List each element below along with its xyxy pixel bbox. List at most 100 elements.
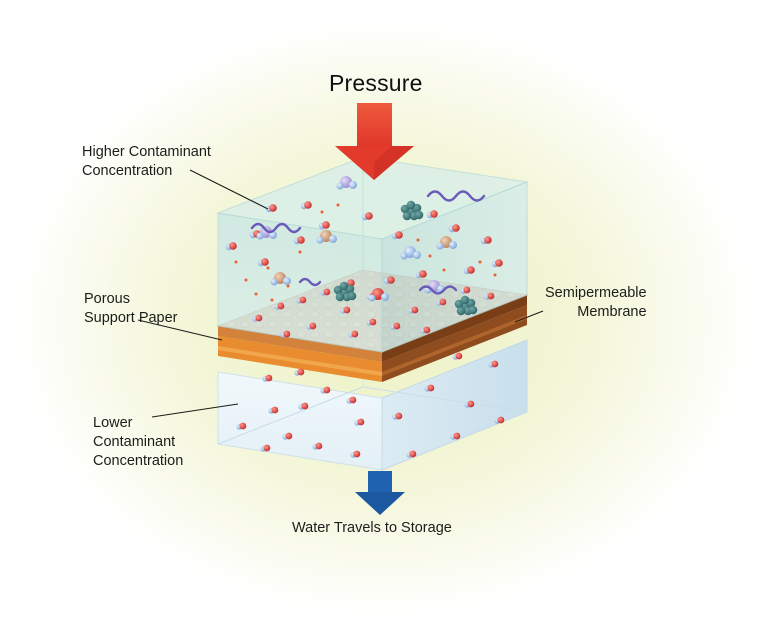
leader-semi: [514, 310, 544, 323]
water-molecule-icon: [452, 224, 460, 232]
water-molecule-icon: [323, 288, 331, 296]
leader-porous: [137, 319, 223, 341]
contaminant-cluster-icon: [402, 211, 412, 221]
polymer-chain-icon: [298, 277, 322, 287]
contaminant-cluster-icon: [335, 292, 345, 302]
contaminant-molecule-icon: [400, 252, 408, 260]
contaminant-cluster-icon: [347, 291, 357, 301]
water-molecule-icon: [283, 330, 291, 338]
leader-lower: [151, 403, 239, 418]
water-molecule-icon: [299, 296, 307, 304]
water-molecule-icon: [427, 384, 435, 392]
water-molecule-icon: [265, 374, 273, 382]
label-lower-concentration: Lower Contaminant Concentration: [93, 414, 183, 471]
contaminant-molecule-icon: [316, 236, 324, 244]
contaminant-molecule-icon: [368, 294, 376, 302]
ion-icon: [254, 292, 258, 296]
contaminant-molecule-icon: [436, 242, 444, 250]
water-molecule-icon: [271, 406, 279, 414]
contaminant-cluster-icon: [414, 210, 424, 220]
water-molecule-icon: [315, 442, 323, 450]
molecules-layer: [225, 176, 505, 458]
water-molecule-icon: [357, 418, 365, 426]
water-molecule-icon: [455, 352, 463, 360]
water-molecule-icon: [467, 400, 475, 408]
ion-icon: [320, 210, 324, 214]
water-molecule-icon: [393, 322, 401, 330]
contaminant-cluster-icon: [456, 306, 466, 316]
ion-icon: [270, 298, 274, 302]
water-molecule-icon: [301, 402, 309, 410]
label-line: Membrane: [577, 304, 647, 320]
polymer-chain-icon: [418, 285, 458, 295]
water-molecule-icon: [351, 330, 359, 338]
contaminant-cluster-icon: [406, 200, 416, 210]
label-water-storage: Water Travels to Storage: [292, 520, 452, 536]
label-line: Concentration: [82, 163, 173, 179]
water-molecule-icon: [395, 412, 403, 420]
label-line: Contaminant: [93, 434, 176, 450]
ion-icon: [493, 273, 497, 277]
water-molecule-icon: [343, 306, 351, 314]
label-line: Semipermeable: [545, 285, 647, 301]
contaminant-molecule-icon: [336, 182, 344, 190]
water-molecule-icon: [365, 212, 373, 220]
label-line: Concentration: [93, 453, 184, 469]
water-molecule-icon: [304, 201, 312, 209]
label-line: Porous: [84, 291, 130, 307]
water-molecule-icon: [369, 318, 377, 326]
water-molecule-icon: [323, 386, 331, 394]
water-molecule-icon: [409, 450, 417, 458]
water-molecule-icon: [495, 259, 503, 267]
ion-icon: [298, 250, 302, 254]
lower-chamber: [217, 330, 528, 471]
water-molecule-icon: [463, 286, 471, 294]
water-molecule-icon: [467, 266, 475, 274]
contaminant-molecule-icon: [270, 278, 278, 286]
water-molecule-icon: [430, 210, 438, 218]
water-molecule-icon: [497, 416, 505, 424]
label-semipermeable-membrane: Semipermeable Membrane: [545, 284, 647, 322]
water-molecule-icon: [419, 270, 427, 278]
water-molecule-icon: [453, 432, 461, 440]
contaminant-molecule-icon: [329, 235, 337, 243]
label-line: Higher Contaminant: [82, 144, 211, 160]
ion-icon: [442, 268, 446, 272]
ion-icon: [234, 260, 238, 264]
polymer-chain-icon: [250, 222, 302, 234]
ion-icon: [244, 278, 248, 282]
label-higher-concentration: Higher Contaminant Concentration: [82, 143, 211, 181]
water-molecule-icon: [491, 360, 499, 368]
contaminant-molecule-icon: [256, 232, 264, 240]
water-molecule-icon: [439, 298, 447, 306]
water-molecule-icon: [277, 302, 285, 310]
water-molecule-icon: [411, 306, 419, 314]
water-molecule-icon: [353, 450, 361, 458]
contaminant-cluster-icon: [460, 295, 470, 305]
water-molecule-icon: [297, 236, 305, 244]
water-molecule-icon: [309, 322, 317, 330]
contaminant-molecule-icon: [349, 181, 357, 189]
contaminant-molecule-icon: [283, 277, 291, 285]
pressure-title: Pressure: [329, 70, 423, 96]
water-molecule-icon: [423, 326, 431, 334]
water-molecule-icon: [239, 422, 247, 430]
pressure-arrow-icon: [335, 103, 414, 180]
label-line: Lower: [93, 415, 133, 431]
contaminant-molecule-icon: [413, 251, 421, 259]
water-molecule-icon: [263, 444, 271, 452]
water-molecule-icon: [297, 368, 305, 376]
ion-icon: [266, 266, 270, 270]
water-molecule-icon: [285, 432, 293, 440]
contaminant-molecule-icon: [381, 293, 389, 301]
water-molecule-icon: [269, 204, 277, 212]
contaminant-cluster-icon: [468, 305, 478, 315]
water-molecule-icon: [349, 396, 357, 404]
label-line: Support Paper: [84, 310, 178, 326]
label-porous-support: Porous Support Paper: [84, 290, 178, 328]
water-molecule-icon: [387, 276, 395, 284]
ion-icon: [336, 203, 340, 207]
ion-icon: [416, 238, 420, 242]
